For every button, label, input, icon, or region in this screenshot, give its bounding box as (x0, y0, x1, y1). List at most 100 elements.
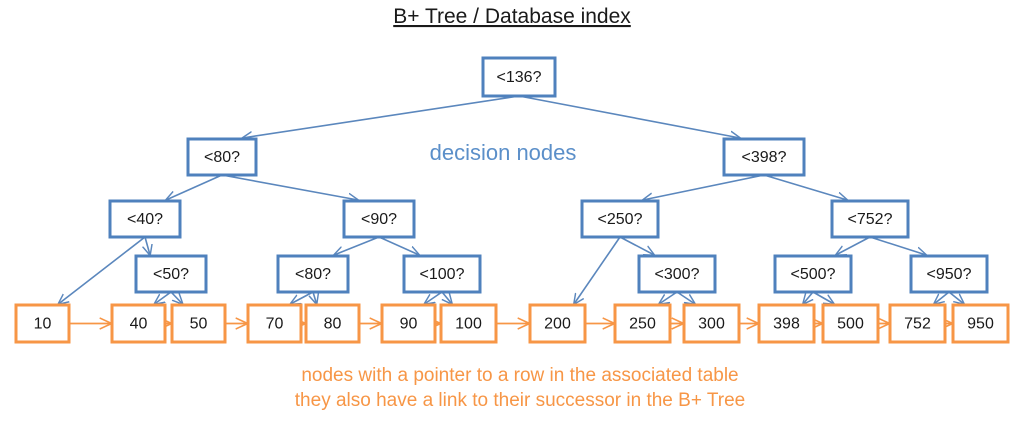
decision-node-label: <136? (497, 69, 542, 86)
leaf-node-label: 250 (629, 316, 656, 333)
leaf-node[interactable]: 200 (528, 303, 587, 344)
decision-node-box (637, 254, 717, 294)
tree-edge (659, 291, 678, 304)
tree-edge (221, 174, 358, 200)
decision-node[interactable]: <80? (186, 137, 258, 177)
leaf-caption-line-1: nodes with a pointer to a row in the ass… (301, 365, 738, 386)
leaf-node-box (380, 303, 437, 344)
leaf-node-label: 950 (967, 316, 994, 333)
tree-edge (812, 291, 834, 304)
tree-edge (441, 291, 452, 304)
decision-node-box (722, 137, 806, 177)
leaf-nodes-layer: 10 40 50 70 80 90 100 200 250 300 398 500 752 950 (14, 303, 1010, 344)
decision-node[interactable]: <950? (909, 254, 989, 294)
leaf-node-label: 40 (130, 316, 148, 333)
decision-node[interactable]: <136? (481, 56, 557, 98)
decision-node[interactable]: <40? (108, 199, 182, 239)
leaf-node[interactable]: 70 (246, 303, 303, 344)
tree-edge (763, 174, 847, 200)
tree-edge (313, 291, 317, 304)
decision-node-box (402, 254, 482, 294)
decision-node[interactable]: <250? (580, 199, 660, 239)
leaf-node-label: 752 (904, 316, 931, 333)
leaf-node-box (304, 303, 361, 344)
tree-edge (424, 291, 443, 304)
leaf-node[interactable]: 90 (380, 303, 437, 344)
leaf-node[interactable]: 250 (613, 303, 672, 344)
leaf-node-label: 70 (266, 316, 284, 333)
leaf-node-box (110, 303, 167, 344)
leaf-node[interactable]: 100 (439, 303, 498, 344)
decision-node-label: <398? (742, 149, 787, 166)
decision-node[interactable]: <300? (637, 254, 717, 294)
leaf-node-box (14, 303, 71, 344)
tree-edge (643, 174, 765, 200)
leaf-node-box (528, 303, 587, 344)
decision-node[interactable]: <752? (830, 199, 910, 239)
leaf-node[interactable]: 500 (821, 303, 880, 344)
leaf-node[interactable]: 40 (110, 303, 167, 344)
tree-edge (58, 236, 146, 304)
decision-node[interactable]: <398? (722, 137, 806, 177)
decision-node-label: <950? (927, 266, 972, 283)
tree-edge (145, 236, 150, 255)
leaf-node-label: 100 (455, 316, 482, 333)
tree-edge (574, 236, 621, 304)
decision-node[interactable]: <50? (134, 254, 208, 294)
decision-node[interactable]: <80? (276, 254, 350, 294)
leaf-node-box (682, 303, 741, 344)
leaf-node-box (439, 303, 498, 344)
tree-edge (934, 291, 950, 304)
leaf-node-label: 200 (544, 316, 571, 333)
tree-edge (619, 236, 654, 255)
leaf-node-label: 398 (773, 316, 800, 333)
leaf-node[interactable]: 300 (682, 303, 741, 344)
leaf-node-label: 10 (34, 316, 52, 333)
leaf-node[interactable]: 752 (888, 303, 947, 344)
tree-edge (518, 95, 740, 138)
leaf-node-label: 500 (837, 316, 864, 333)
leaf-node[interactable]: 80 (304, 303, 361, 344)
decision-node-box (134, 254, 208, 294)
decision-node-box (108, 199, 182, 239)
tree-edge (334, 236, 380, 255)
tree-edge (154, 291, 172, 304)
leaf-node-box (246, 303, 303, 344)
decision-node-box (342, 199, 416, 239)
leaf-node-box (888, 303, 947, 344)
decision-node-label: <40? (127, 211, 163, 228)
leaf-node-label: 300 (698, 316, 725, 333)
decision-node[interactable]: <100? (402, 254, 482, 294)
decision-node-label: <80? (204, 149, 240, 166)
leaf-node[interactable]: 950 (951, 303, 1010, 344)
tree-edge (378, 236, 419, 255)
decision-node-label: <250? (598, 211, 643, 228)
leaf-node-box (821, 303, 880, 344)
leaf-node[interactable]: 398 (757, 303, 816, 344)
tree-edges-layer (58, 95, 964, 304)
decision-node[interactable]: <90? (342, 199, 416, 239)
tree-edge (170, 291, 183, 304)
leaf-caption-line-2: they also have a link to their successor… (295, 390, 745, 411)
leaf-node[interactable]: 50 (170, 303, 227, 344)
tree-edge (836, 236, 871, 255)
decision-node-label: <50? (153, 266, 189, 283)
decision-node-box (830, 199, 910, 239)
leaf-node-label: 80 (324, 316, 342, 333)
tree-edge (676, 291, 695, 304)
decision-node-box (580, 199, 660, 239)
leaf-node-box (951, 303, 1010, 344)
decision-node-box (186, 137, 258, 177)
decision-node[interactable]: <500? (773, 254, 853, 294)
decision-node-label: <80? (295, 266, 331, 283)
tree-edge (948, 291, 964, 304)
decision-node-label: <90? (361, 211, 397, 228)
leaf-node[interactable]: 10 (14, 303, 71, 344)
leaf-node-box (170, 303, 227, 344)
decision-node-box (276, 254, 350, 294)
tree-edge (242, 95, 520, 138)
tree-edge (166, 174, 223, 200)
tree-edge (869, 236, 926, 255)
